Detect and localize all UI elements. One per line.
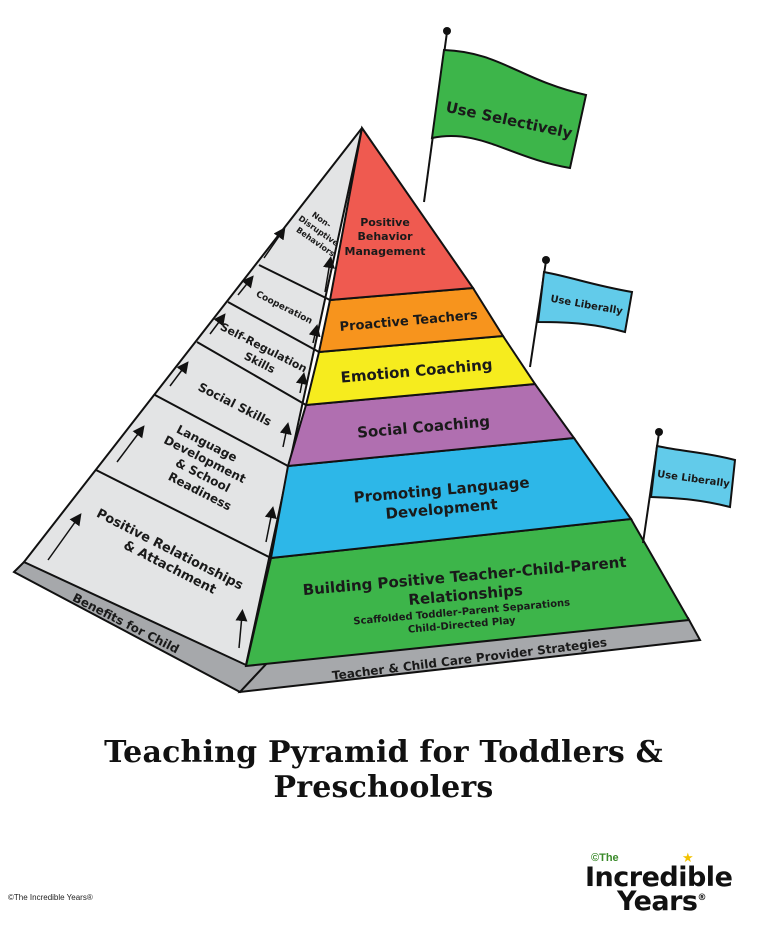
logo-line2-text: Years bbox=[617, 886, 698, 917]
strategy-label-6-line3: Management bbox=[345, 245, 426, 258]
logo-mark: ® bbox=[697, 893, 707, 903]
side-divider bbox=[154, 394, 289, 467]
side-divider bbox=[95, 469, 272, 559]
side-arrows bbox=[47, 227, 335, 649]
logo-prefix: ©The bbox=[591, 852, 619, 864]
side-divider bbox=[258, 264, 331, 301]
pyramid-side-face bbox=[22, 127, 363, 667]
strategy-label-6-line2: Behavior bbox=[357, 230, 413, 243]
diagram-title: Teaching Pyramid for Toddlers & Preschoo… bbox=[104, 735, 663, 805]
strategy-label-6-line1: Positive bbox=[360, 216, 410, 229]
flag-use-liberally-upper: Use Liberally bbox=[529, 256, 634, 368]
incredible-years-logo: ©The ★ Incredible Years® bbox=[583, 848, 748, 918]
side-divider bbox=[227, 301, 320, 353]
copyright-notice: ©The Incredible Years® bbox=[8, 893, 93, 902]
logo-line2: Years® bbox=[617, 886, 706, 917]
flag-use-liberally-lower: Use Liberally bbox=[642, 428, 737, 544]
logo-line1: Incredible bbox=[585, 862, 733, 893]
side-divider bbox=[196, 341, 307, 406]
strategy-band-6-shape bbox=[328, 125, 475, 302]
flag-use-selectively: Use Selectively bbox=[423, 27, 588, 203]
star-icon: ★ bbox=[682, 850, 694, 865]
